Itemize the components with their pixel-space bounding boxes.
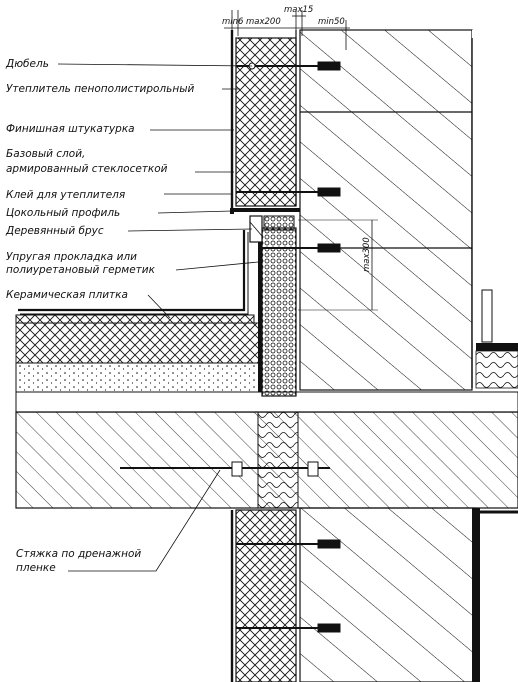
top-dimensions xyxy=(224,10,350,50)
dowel-anchors xyxy=(236,61,341,633)
plinth-profile xyxy=(230,208,300,214)
label-wooden-beam: Деревянный брус xyxy=(5,225,104,237)
label-screed-2: пленке xyxy=(16,562,56,574)
gravel-layer xyxy=(15,362,262,393)
plinth-insulation-top-cap xyxy=(263,215,295,231)
label-eps-insulation: Утеплитель пенополистирольный xyxy=(6,83,194,95)
drainage-screed xyxy=(15,322,262,364)
right-frame-detail xyxy=(475,289,518,389)
slab-anchor xyxy=(120,461,330,477)
ceramic-tile-layer xyxy=(15,314,255,324)
masonry-wall-upper xyxy=(299,29,473,391)
leader-lines xyxy=(57,63,259,572)
label-adhesive: Клей для утеплителя xyxy=(6,189,125,201)
eps-insulation-lower xyxy=(235,509,297,682)
label-elastic-gasket-1: Упругая прокладка или xyxy=(6,251,137,263)
dim-min6: min6 xyxy=(222,17,244,27)
label-plinth-profile: Цокольный профиль xyxy=(6,207,120,219)
label-ceramic-tile: Керамическая плитка xyxy=(6,289,128,301)
plinth-insulation-foam xyxy=(261,227,297,397)
masonry-wall-lower xyxy=(299,507,476,682)
label-screed-1: Стяжка по дренажной xyxy=(16,548,141,560)
dim-min50: min50 xyxy=(318,17,345,27)
dim-max15: max15 xyxy=(284,5,313,15)
masonry-wall-right-block xyxy=(472,30,518,340)
label-finish-plaster: Финишная штукатурка xyxy=(6,123,135,135)
dim-max200: max200 xyxy=(246,17,281,27)
eps-insulation-upper xyxy=(235,37,297,207)
label-dowel: Дюбель xyxy=(5,58,49,70)
vertical-dimension xyxy=(298,219,378,311)
label-base-layer-1: Базовый слой, xyxy=(6,148,85,160)
dim-max300: max300 xyxy=(362,237,372,272)
slab-insulation xyxy=(257,411,299,509)
label-elastic-gasket-2: полиуретановый герметик xyxy=(6,264,156,276)
label-base-layer-2: армированный стеклосеткой xyxy=(6,163,168,175)
plinth-base-layer xyxy=(18,230,246,312)
